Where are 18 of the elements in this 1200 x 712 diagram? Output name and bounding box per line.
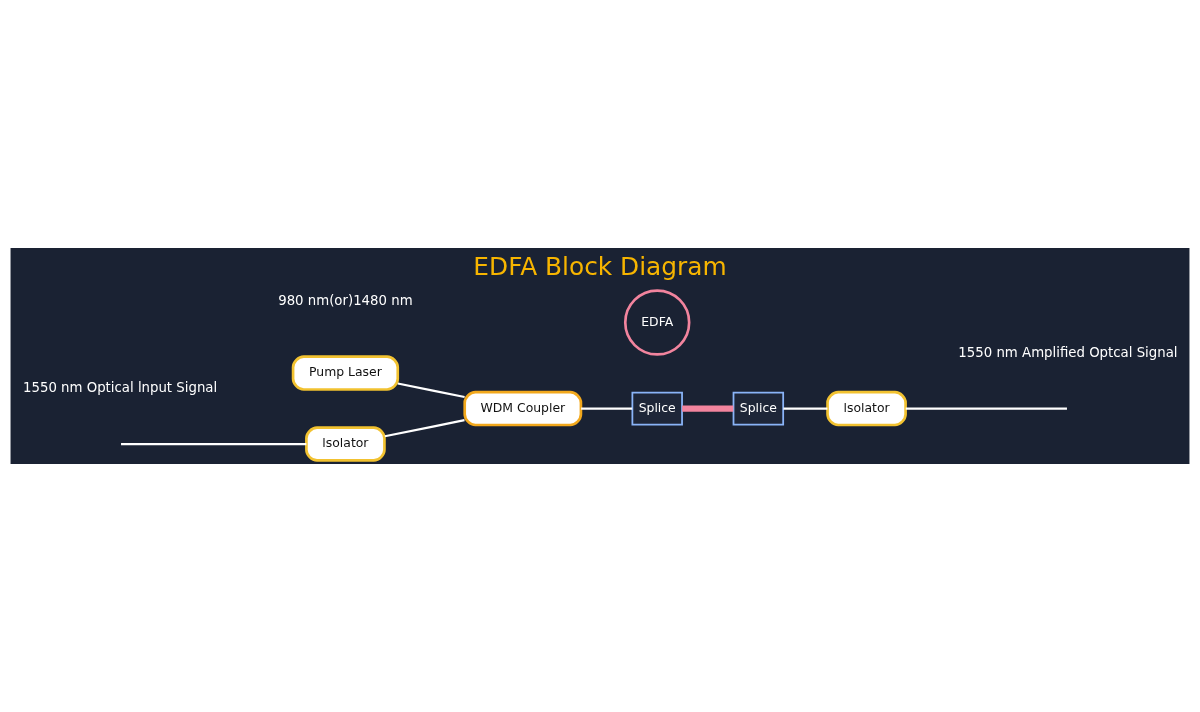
connector (581, 407, 633, 410)
connector (397, 382, 465, 399)
node-box: Splice (631, 391, 683, 426)
node-box: Pump Laser (291, 355, 400, 391)
label: 980 nm(or)1480 nm (278, 293, 413, 309)
diagram-title: EDFA Block Diagram (473, 251, 727, 281)
connector (384, 419, 465, 438)
label: 1550 nm Optical lnput Signal (23, 380, 218, 396)
node-box: WDM Coupler (463, 390, 583, 427)
connector (682, 405, 734, 412)
node-box: lsolator (305, 426, 386, 462)
node-box: lsolator (826, 390, 907, 427)
node-box: Splice (732, 391, 785, 426)
connector (783, 407, 828, 410)
node-circle: EDFA (623, 289, 691, 356)
label: 1550 nm Amplified Optcal Signal (958, 344, 1178, 360)
connector (905, 407, 1067, 410)
connector (121, 442, 307, 446)
